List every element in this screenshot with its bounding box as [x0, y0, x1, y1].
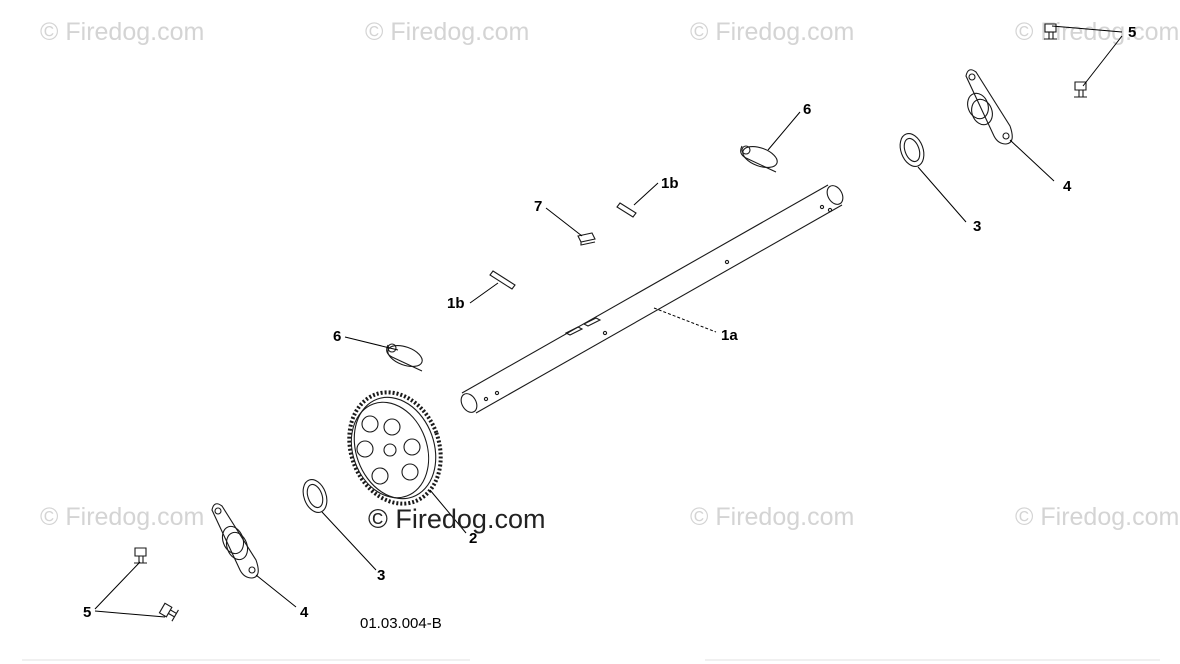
gear-part-2	[347, 390, 443, 506]
bearing-flange-part-4-right	[965, 69, 1013, 145]
callout-1a: 1a	[721, 327, 738, 344]
watermark: © Firedog.com	[690, 18, 854, 46]
shaft-part-1a	[460, 184, 844, 414]
callout-1b-mid: 1b	[447, 295, 465, 312]
watermark: © Firedog.com	[690, 503, 854, 531]
callout-2: 2	[469, 530, 477, 547]
watermark: © Firedog.com	[365, 18, 529, 46]
watermark: © Firedog.com	[40, 18, 204, 46]
watermark: © Firedog.com	[40, 503, 204, 531]
callout-3-right: 3	[973, 218, 981, 235]
center-watermark: © Firedog.com	[368, 504, 545, 534]
callout-4-right: 4	[1063, 178, 1072, 195]
washer-part-3-right	[899, 133, 925, 167]
watermark: © Firedog.com	[1015, 503, 1179, 531]
callout-3-left: 3	[377, 567, 385, 584]
pin-part-1b-top	[616, 202, 637, 218]
callout-5-top: 5	[1128, 24, 1136, 41]
hairpin-clip-part-6-left	[386, 343, 423, 372]
callout-4-left: 4	[300, 604, 309, 621]
bearing-flange-part-4-left	[211, 503, 259, 579]
pin-part-1b-mid	[489, 270, 516, 290]
watermark: © Firedog.com	[1015, 18, 1179, 46]
callout-5-left: 5	[83, 604, 91, 621]
callout-6-top: 6	[803, 101, 811, 118]
washer-part-3-left	[302, 479, 328, 513]
callout-1b-top: 1b	[661, 175, 679, 192]
callout-6-left: 6	[333, 328, 341, 345]
key-part-7	[577, 232, 596, 246]
hairpin-clip-part-6-right	[740, 145, 778, 173]
drawing-reference: 01.03.004-B	[360, 615, 442, 632]
callout-7: 7	[534, 198, 542, 215]
bolt-part-5	[134, 23, 1087, 622]
leader-lines	[94, 25, 1123, 618]
